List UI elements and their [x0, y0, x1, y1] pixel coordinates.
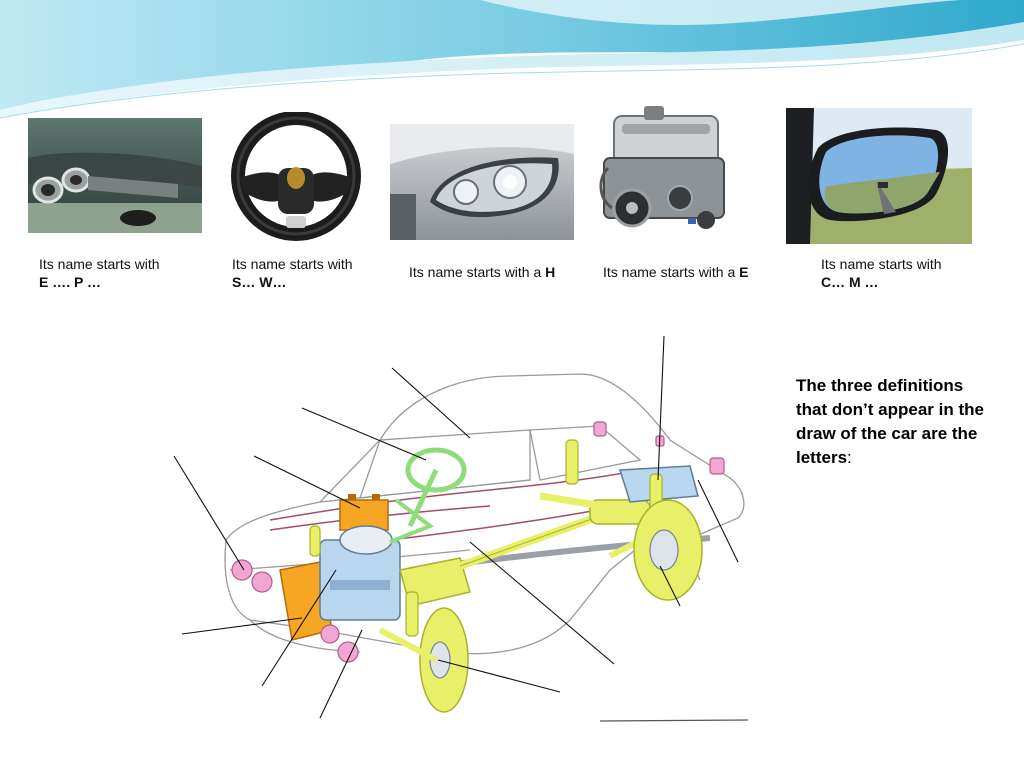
- caption-engine: Its name starts with a E: [603, 263, 749, 281]
- caption-side-mirror: Its name starts with C… M …: [821, 255, 942, 291]
- caption-line1: Its name starts with: [39, 256, 160, 272]
- car-parts-cutaway-diagram: [173, 335, 749, 722]
- caption-letter: H: [545, 264, 556, 280]
- caption-hint-letters: E …. P …: [39, 274, 101, 290]
- leader-lines: [173, 335, 739, 719]
- caption-headlight: Its name starts with a H: [409, 263, 555, 281]
- caption-hint-letters: S… W…: [232, 274, 287, 290]
- definitions-text: The three definitions that don’t appear …: [796, 374, 996, 470]
- caption-line1: Its name starts with: [232, 256, 353, 272]
- caption-line1: Its name starts with: [821, 256, 942, 272]
- rear-lamps: [593, 421, 725, 475]
- caption-hint: E …. P …: [39, 273, 160, 291]
- front-wheel: [419, 607, 469, 713]
- caption-letter: E: [739, 264, 749, 280]
- engine-block: [319, 525, 401, 621]
- steering-wheel-diagram: [389, 447, 467, 544]
- front-axle: [378, 627, 438, 663]
- headlamps: [231, 559, 359, 663]
- steering-wheel-photo: [226, 112, 366, 242]
- caption-hint-letters: C… M …: [821, 274, 879, 290]
- definitions-statement: The three definitions that don’t appear …: [796, 376, 984, 467]
- caption-prefix: Its name starts with a: [603, 264, 740, 280]
- headlight-photo: [390, 124, 574, 240]
- engine-photo: [588, 98, 740, 244]
- caption-exhaust-pipe: Its name starts with E …. P …: [39, 255, 160, 291]
- definitions-colon: :: [847, 448, 852, 467]
- top-wave-banner: [0, 0, 1024, 119]
- caption-steering-wheel: Its name starts with S… W…: [232, 255, 353, 291]
- side-mirror-photo: [786, 108, 972, 244]
- exhaust-pipe-photo: [28, 118, 202, 233]
- caption-prefix: Its name starts with a: [409, 264, 546, 280]
- rear-wheel: [633, 499, 703, 601]
- caption-hint: C… M …: [821, 273, 942, 291]
- caption-hint: S… W…: [232, 273, 353, 291]
